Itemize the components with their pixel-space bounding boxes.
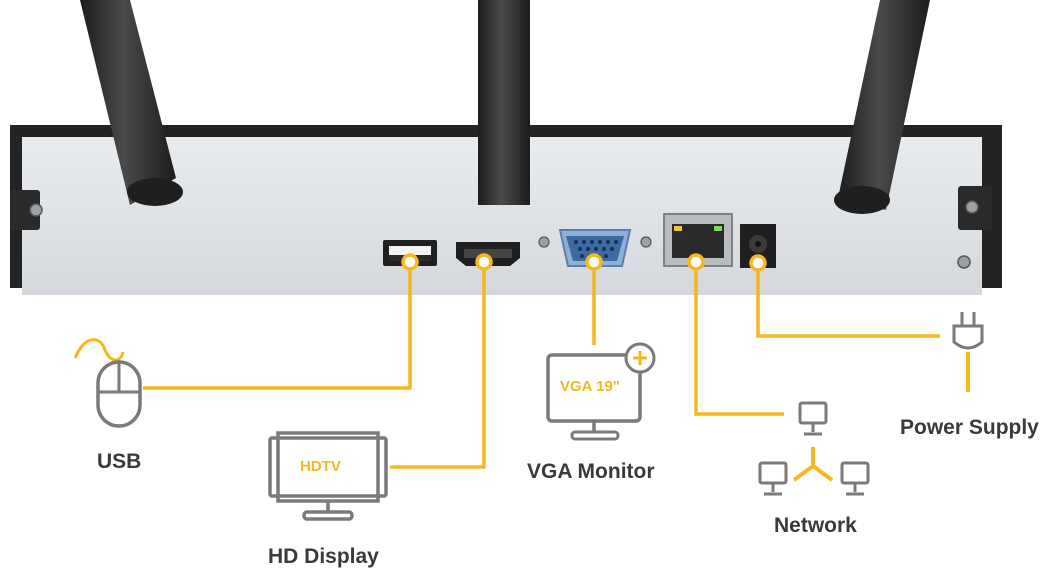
antenna-right <box>834 0 930 214</box>
network-icon <box>758 401 870 496</box>
screw-icon <box>957 255 971 269</box>
antenna-center <box>478 0 530 205</box>
tv-icon <box>268 431 388 521</box>
hd-display-label: HD Display <box>268 545 379 568</box>
screw-icon <box>640 236 652 248</box>
monitor-icon <box>546 353 642 441</box>
plug-icon <box>952 312 984 392</box>
port-highlight-rings <box>401 253 767 272</box>
network-label: Network <box>774 514 857 537</box>
ethernet-connector-line <box>694 262 784 416</box>
vga-monitor-label: VGA Monitor <box>527 460 655 483</box>
usb-label: USB <box>97 450 142 473</box>
vga-screen-text: VGA 19" <box>560 378 620 395</box>
usb-connector-line <box>143 262 412 390</box>
hdmi-connector-line <box>390 262 486 469</box>
antenna-left <box>80 0 183 206</box>
nvr-device <box>10 0 1002 295</box>
screw-icon <box>29 203 43 217</box>
connector-lines <box>143 262 940 469</box>
screw-icon <box>538 236 550 248</box>
hdtv-screen-text: HDTV <box>300 458 341 475</box>
mouse-icon <box>73 338 142 428</box>
device-left-bracket <box>10 190 40 230</box>
screw-icon <box>965 200 979 214</box>
power-connector-line <box>756 263 940 338</box>
vga-port <box>558 229 632 267</box>
hdmi-port <box>456 242 520 266</box>
plus-badge-icon <box>624 342 656 374</box>
power-supply-label: Power Supply <box>900 416 1039 439</box>
ethernet-port <box>663 213 733 267</box>
